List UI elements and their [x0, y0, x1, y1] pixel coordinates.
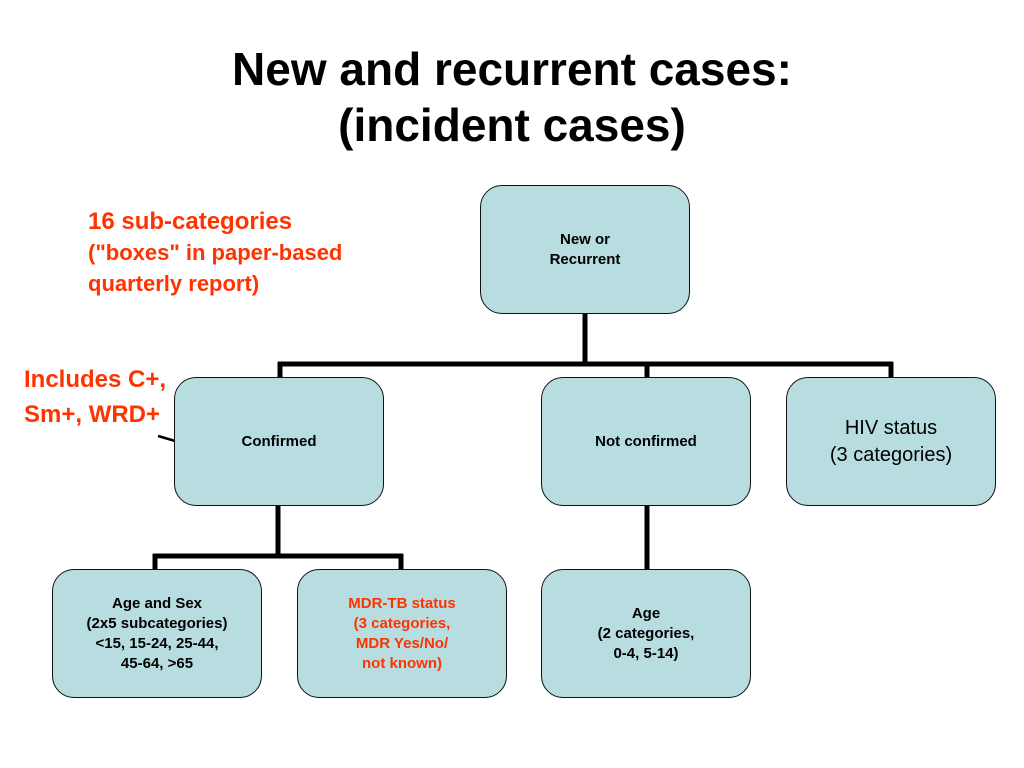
node-root-line-1: New or	[559, 230, 610, 248]
node-mdr-line-3: MDR Yes/No/	[355, 634, 449, 652]
node-age-line-2: (2 categories,	[597, 624, 695, 642]
node-age-sex-line-4: 45-64, >65	[120, 654, 194, 672]
subcategories-note-line-3: quarterly report)	[88, 271, 260, 296]
node-mdr-line-4: not known)	[362, 654, 442, 672]
node-confirmed: Confirmed	[174, 377, 384, 506]
subcategories-note-line-2: ("boxes" in paper-based	[88, 240, 343, 265]
node-age-line-1: Age	[631, 604, 661, 622]
node-root-line-2: Recurrent	[549, 250, 621, 268]
node-age-line-3: 0-4, 5-14)	[613, 644, 679, 662]
node-new-or-recurrent: New or Recurrent	[480, 185, 690, 314]
node-hiv-status: HIV status (3 categories)	[786, 377, 996, 506]
node-not-confirmed-label: Not confirmed	[595, 432, 697, 450]
slide-title-line-1: New and recurrent cases:	[232, 43, 792, 95]
node-hiv-line-1: HIV status	[844, 416, 938, 439]
node-age-sex-line-3: <15, 15-24, 25-44,	[95, 634, 219, 652]
node-age: Age (2 categories, 0-4, 5-14)	[541, 569, 751, 698]
includes-note: Includes C+, Sm+, WRD+	[24, 362, 166, 432]
includes-note-line-2: Sm+, WRD+	[24, 401, 161, 428]
node-mdr-line-1: MDR-TB status	[348, 594, 456, 612]
node-age-sex-line-1: Age and Sex	[111, 594, 203, 612]
node-mdr-line-2: (3 categories,	[353, 614, 451, 632]
includes-note-line-1: Includes C+,	[24, 366, 167, 393]
subcategories-note: 16 sub-categories ("boxes" in paper-base…	[88, 206, 342, 299]
node-age-sex-line-2: (2x5 subcategories)	[86, 614, 228, 632]
node-not-confirmed: Not confirmed	[541, 377, 751, 506]
node-age-and-sex: Age and Sex (2x5 subcategories) <15, 15-…	[52, 569, 262, 698]
node-mdr-tb-status: MDR-TB status (3 categories, MDR Yes/No/…	[297, 569, 507, 698]
node-confirmed-label: Confirmed	[241, 432, 317, 450]
subcategories-note-line-1: 16 sub-categories	[88, 208, 293, 235]
slide-title-line-2: (incident cases)	[338, 99, 686, 151]
node-hiv-line-2: (3 categories)	[829, 443, 953, 466]
